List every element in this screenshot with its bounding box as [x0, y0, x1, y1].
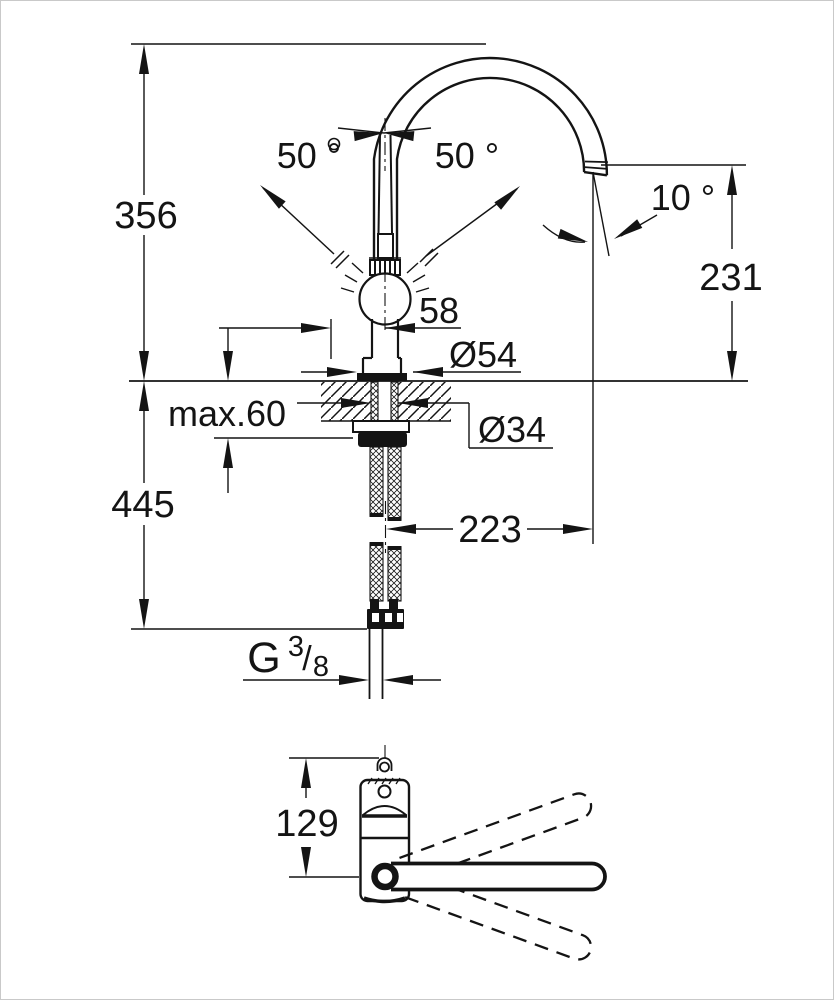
- top-view: [359, 757, 607, 961]
- swivel-spout-solid: [391, 861, 607, 892]
- connection-fitting: [367, 599, 404, 629]
- top-view-body-details: [361, 777, 408, 904]
- spout-arc: [372, 56, 609, 261]
- top-view-lever-tip: [376, 757, 393, 773]
- dim-34-label: Ø34: [478, 409, 546, 450]
- outlet-angle-line: [592, 171, 610, 257]
- supply-hoses: [369, 446, 402, 602]
- swivel-spout-dashed-lower: [399, 870, 593, 961]
- dim-58-label: 58: [419, 290, 459, 331]
- dim-max60-label: max.60: [168, 393, 286, 434]
- mounting-nut: [352, 420, 410, 447]
- dim-356-label: 356: [114, 195, 177, 237]
- dim-thread-numerator: 3: [288, 631, 304, 663]
- collar-ticks: [340, 262, 430, 293]
- dim-231-label: 231: [699, 257, 762, 299]
- dim-thread-prefix: G: [247, 634, 280, 682]
- dim-129-label: 129: [275, 803, 338, 845]
- spout-pivot-ring: [371, 862, 399, 891]
- dim-thread-denominator: 8: [313, 651, 329, 683]
- connection-tube: [368, 629, 384, 699]
- dim-54-label: Ø54: [449, 334, 517, 375]
- swivel-spout-dashed-upper: [399, 792, 593, 883]
- mounting-deck-section: [321, 382, 451, 422]
- dim-50-right-label: 50 °: [435, 135, 499, 176]
- dim-445-label: 445: [111, 484, 174, 526]
- dimension-labels: 356 50 ° 50 ° 10 ° 231 58 Ø54 max.60 Ø34…: [111, 135, 762, 845]
- center-lines: [384, 118, 387, 758]
- lever-tip-circle: [327, 137, 341, 151]
- dim-10-label: 10 °: [651, 177, 715, 218]
- dim-223-label: 223: [458, 509, 521, 551]
- dim-thread-slash: /: [302, 640, 312, 678]
- base-body: [357, 319, 407, 381]
- dim-50-left-label: 50 °: [277, 135, 341, 176]
